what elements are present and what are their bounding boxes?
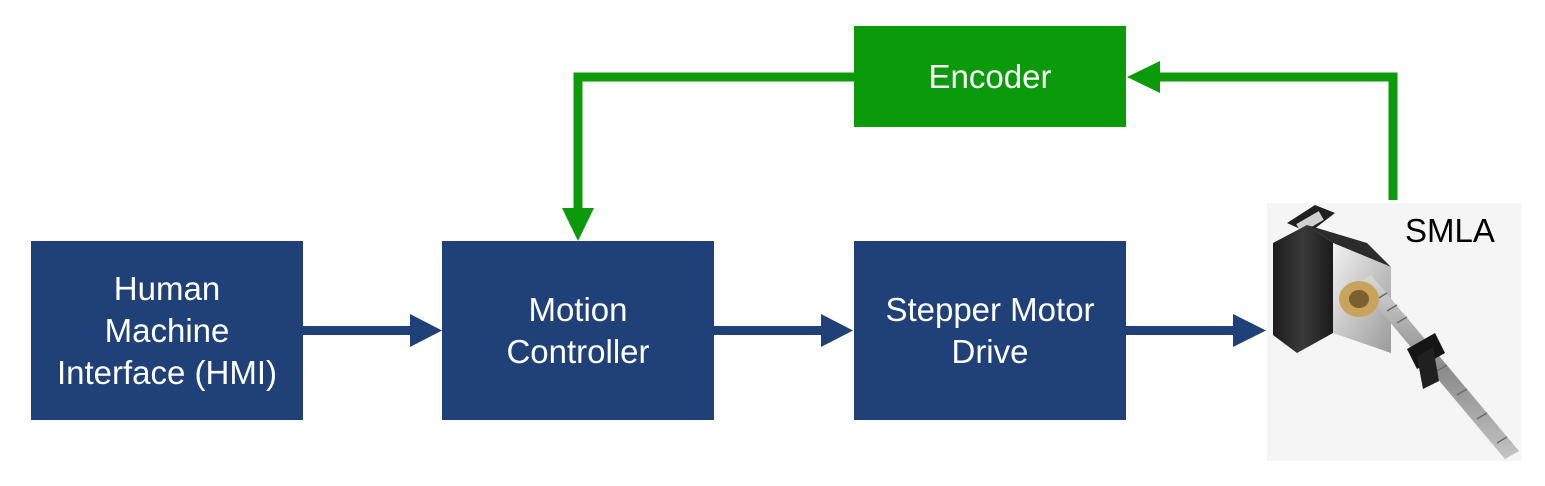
stepper-motor-linear-actuator-icon: [1267, 203, 1521, 461]
hmi-label-line-1: Human: [113, 269, 221, 307]
arrow-encoder-to-controller: [562, 72, 854, 241]
motion-controller-label-line-2: Controller: [506, 332, 650, 370]
hmi-label-line-2: Machine: [104, 311, 230, 349]
stepper-drive-label-line-2: Drive: [951, 332, 1029, 370]
motion-controller-label-line-1: Motion: [528, 290, 628, 328]
arrow-hmi-to-controller: [303, 314, 442, 347]
encoder-label: Encoder: [928, 57, 1052, 95]
hmi-label-line-3: Interface (HMI): [56, 353, 278, 391]
motion-controller-block: Motion Controller: [442, 241, 714, 420]
hmi-block: Human Machine Interface (HMI): [31, 241, 303, 420]
arrow-motor-to-encoder: [1127, 61, 1398, 200]
smla-label: SMLA: [1405, 212, 1495, 249]
stepper-drive-label-line-1: Stepper Motor: [885, 290, 1095, 328]
arrow-controller-to-drive: [714, 314, 853, 347]
stepper-drive-block: Stepper Motor Drive: [854, 241, 1126, 420]
encoder-block: Encoder: [854, 26, 1126, 127]
arrow-drive-to-motor: [1126, 314, 1266, 347]
